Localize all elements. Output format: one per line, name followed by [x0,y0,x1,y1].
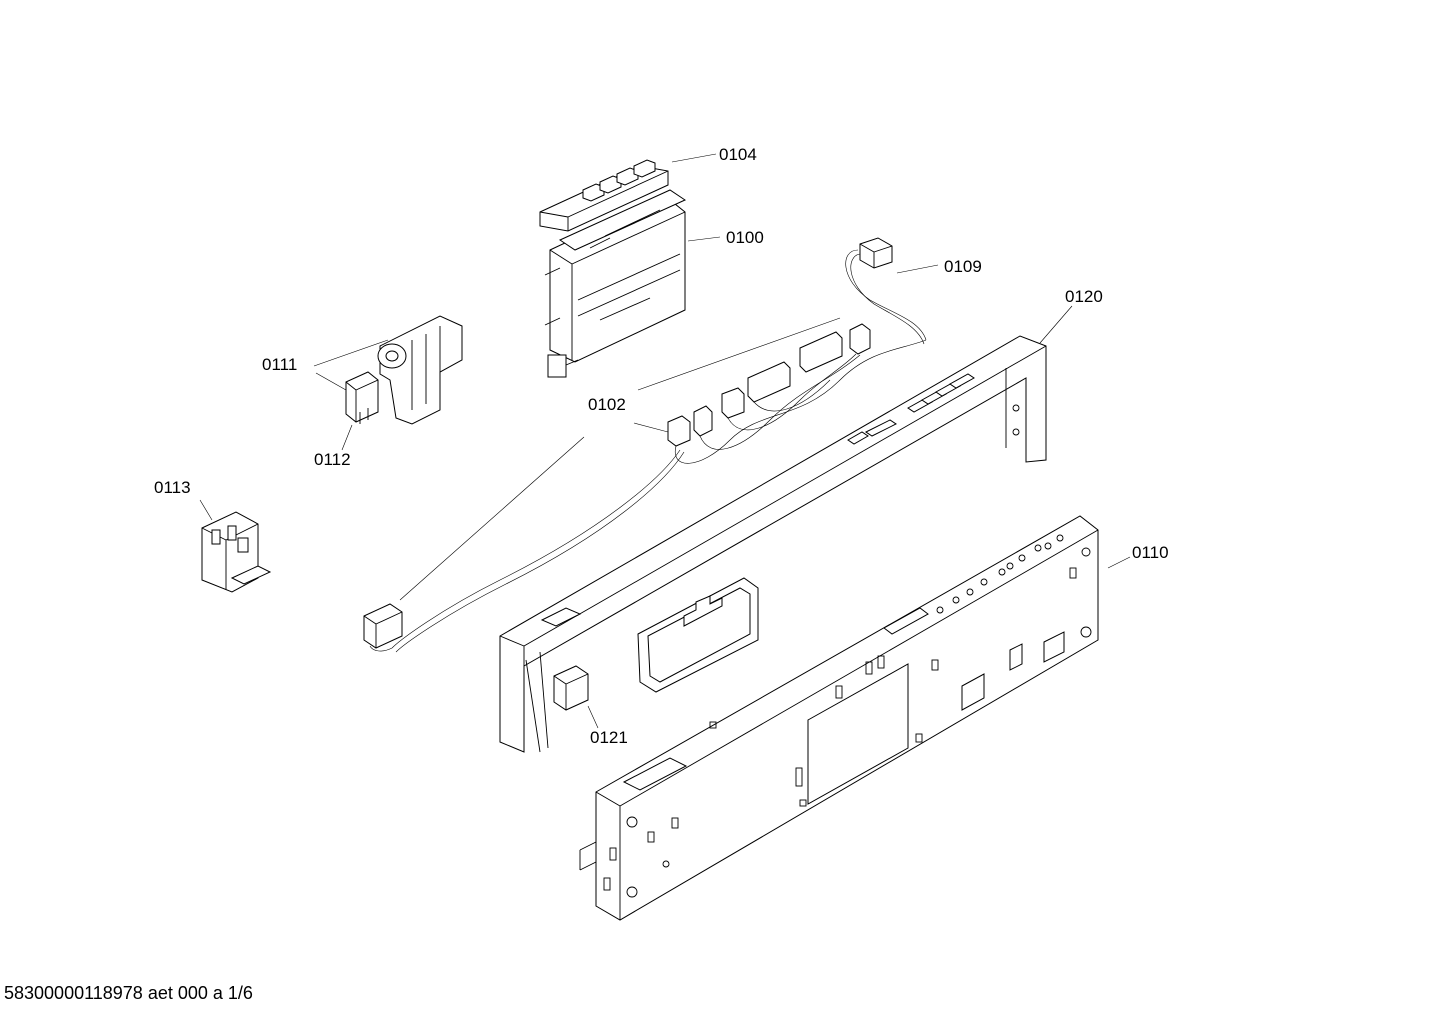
leader-0100 [687,236,721,242]
part-0102-wiring-harness [363,323,927,653]
part-0104-key-strip [539,159,669,232]
leader-0111b [315,372,347,391]
leader-0102c [399,436,585,601]
leader-0111a [313,339,389,367]
leader-0120 [1039,305,1073,344]
leader-0121 [587,705,599,729]
part-0113-switch-block [201,511,272,593]
leader-0113 [199,499,213,521]
leader-lines [199,153,1131,729]
leader-0109 [896,264,939,274]
label-part-0110: 0110 [1132,543,1169,562]
part-0109-connector [845,237,927,345]
part-0100-control-module [544,189,687,378]
part-panel-handle [637,577,759,693]
part-0120-panel-frame [499,335,1047,753]
leader-0110 [1107,556,1131,569]
label-part-0121: 0121 [590,728,628,747]
leader-0102a [637,317,841,391]
part-0111-assembly [377,315,463,425]
label-part-0102: 0102 [588,395,626,414]
label-part-0113: 0113 [154,478,191,497]
label-part-0120: 0120 [1065,287,1103,306]
label-part-0112: 0112 [314,450,351,469]
label-part-0111: 0111 [262,355,298,374]
document-reference: 58300000118978 aet 000 a 1/6 [4,983,253,1003]
part-0112-relay [345,371,379,424]
leader-0112 [341,424,353,451]
label-part-0100: 0100 [726,228,764,247]
label-part-0109: 0109 [944,257,982,276]
leader-0104 [671,153,717,163]
part-0110-board-housing [579,515,1099,921]
part-0121-cap [553,665,589,711]
leader-0102b [633,422,669,433]
label-part-0104: 0104 [719,145,757,164]
